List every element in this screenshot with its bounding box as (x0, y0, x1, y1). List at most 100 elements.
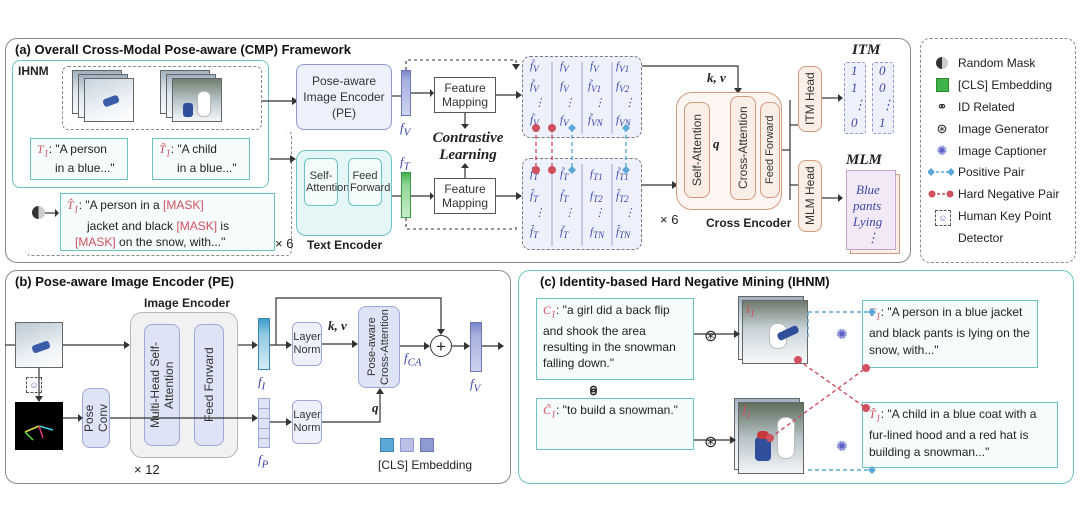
itm-c1-2: ⋮ (853, 97, 866, 112)
fv-output-label: fV (470, 376, 481, 395)
image-person (84, 78, 134, 122)
masked-caption-note: T̂1: "A person in a [MASK] jacket and bl… (60, 193, 275, 251)
kv-label-b: k, v (328, 318, 347, 333)
layer-norm-bottom: Layer Norm (292, 400, 322, 444)
grid-cell-ft-9: f̂T (530, 226, 539, 241)
legend-cls-embedding: [CLS] Embedding (958, 78, 1053, 92)
grid-cell-ft-dots-4: ⋮ (624, 207, 635, 219)
itm-c1-0: 1 (851, 63, 858, 78)
i1-hat-label: Ĩ1 (742, 404, 751, 422)
snowman-figure (197, 91, 211, 117)
image-encoder-label: Image Encoder (144, 296, 231, 310)
masked-frame (25, 130, 292, 256)
keypoint-detector-icon: ☺ (26, 377, 42, 393)
panel-a (5, 38, 911, 263)
mlm-output-front (846, 170, 896, 250)
residual-add-icon: + (430, 335, 452, 357)
caption-t1-c-note: T1: "A person in a blue jacket and black… (862, 300, 1038, 368)
q-label-b: q (372, 400, 379, 415)
itm-c2-2: ⋮ (881, 97, 894, 112)
grid-cell-ft-2: f̃T (560, 168, 569, 183)
grid-cell-ft-dots-3: ⋮ (594, 207, 605, 219)
random-mask-icon (32, 206, 45, 219)
caption-c1-hat-note: C̃1: "to build a snowman." (536, 398, 694, 450)
itm-c1-3: 0 (851, 115, 858, 130)
grid-cell-ft-dots-1: ⋮ (534, 207, 545, 219)
itm-title: ITM (852, 42, 881, 58)
text-grid-lines (551, 164, 613, 246)
image-generator-icon: ⊛ (704, 328, 718, 345)
grid-cell-fv-2: fV (590, 60, 599, 75)
text-encoder-label: Text Encoder (307, 238, 383, 252)
fp-label: fP (258, 452, 269, 471)
contrastive-learning-label: Contrastive Learning (432, 130, 504, 163)
grid-cell-ft-6: f̃T (560, 190, 569, 205)
panel-c (518, 270, 1074, 484)
legend-positive-pair: Positive Pair (958, 165, 1025, 179)
keypoint-detector-icon: ☺ (935, 210, 951, 226)
feature-mapping-bottom: Feature Mapping (434, 178, 496, 214)
image-generator-icon: ⊛ (936, 121, 948, 136)
cross-encoder-times6: × 6 (660, 212, 679, 227)
pe-input-image (15, 322, 63, 368)
panel-a-title: (a) Overall Cross-Modal Pose-aware (CMP)… (15, 42, 351, 57)
image-child (172, 78, 222, 122)
itm-c2-0: 0 (879, 63, 886, 78)
panel-b-title: (b) Pose-aware Image Encoder (PE) (15, 274, 234, 289)
legend-keypoint-detector: Human Key Point (958, 209, 1052, 223)
text-encoder-times6: × 6 (275, 236, 294, 251)
legend-id-related: ID Related (958, 100, 1015, 114)
fv-feature-bar (401, 70, 411, 116)
panel-b (5, 270, 511, 484)
grid-cell-ft-5: f̂T (530, 190, 539, 205)
caption-t1-hat-c-note: T̃1: "A child in a blue coat with a fur-… (862, 402, 1058, 468)
grid-cell-fv-4: fV (560, 114, 569, 129)
grid-cell-ft-3: fT1 (590, 168, 603, 183)
grid-cell-ft-7: fT2 (590, 190, 603, 205)
positive-pair-icon (928, 168, 954, 176)
image-captioner-icon: ✺ (936, 143, 948, 158)
grid-cell-ft-11: fTN (590, 226, 605, 241)
itm-output-col-2 (872, 62, 894, 134)
grid-cell-dots-2: ⋮ (564, 97, 575, 109)
grid-cell-ft-dots-2: ⋮ (564, 207, 575, 219)
feature-mapping-top: Feature Mapping (434, 77, 496, 113)
fv-label-a: fV (400, 120, 411, 139)
mlm-title: MLM (846, 152, 882, 168)
mlm-word-1: pants (853, 198, 882, 213)
cls-embedding-label-b: [CLS] Embedding (378, 458, 473, 472)
grid-cell-fv2: fV2 (616, 80, 630, 95)
cls-cube-3 (420, 438, 434, 452)
ihnm-label: IHNM (18, 64, 49, 78)
panel-c-title: (c) Identity-based Hard Negative Mining … (540, 274, 830, 289)
pose-keypoint-image (15, 402, 63, 450)
grid-cell-ft-10: f̃T (560, 226, 569, 241)
grid-cell-fv-hat-4: f̃V (530, 114, 539, 129)
mlm-word-0: Blue (856, 182, 880, 197)
legend-detector: Detector (958, 231, 1004, 245)
hard-negative-pair-icon (928, 190, 954, 198)
legend-panel (920, 38, 1076, 263)
grid-cell-ft-1: f̂T (530, 168, 539, 183)
q-label-a: q (713, 136, 720, 151)
text-feed-forward: Feed Forward (348, 158, 390, 206)
grid-cell-fv-hat-3: f̃V1 (588, 80, 602, 95)
grid-cell-fv-1: fV (560, 60, 569, 75)
kv-label-a: k, v (707, 70, 726, 85)
id-related-icon: ⚭ (936, 99, 948, 114)
times12-label: × 12 (134, 462, 160, 477)
ft-label: fT (400, 154, 410, 173)
grid-cell-ft-12: f̂TN (616, 226, 631, 241)
gen-child-2 (755, 437, 771, 461)
image-group (62, 66, 262, 130)
ft-feature-bar (401, 172, 411, 218)
cls-cube-1 (380, 438, 394, 452)
random-mask-icon (935, 56, 949, 70)
grid-cell-ft-8: f̂T2 (616, 190, 629, 205)
cls-embedding-icon (935, 78, 949, 92)
image-generator-icon: ⊛ (704, 434, 718, 451)
